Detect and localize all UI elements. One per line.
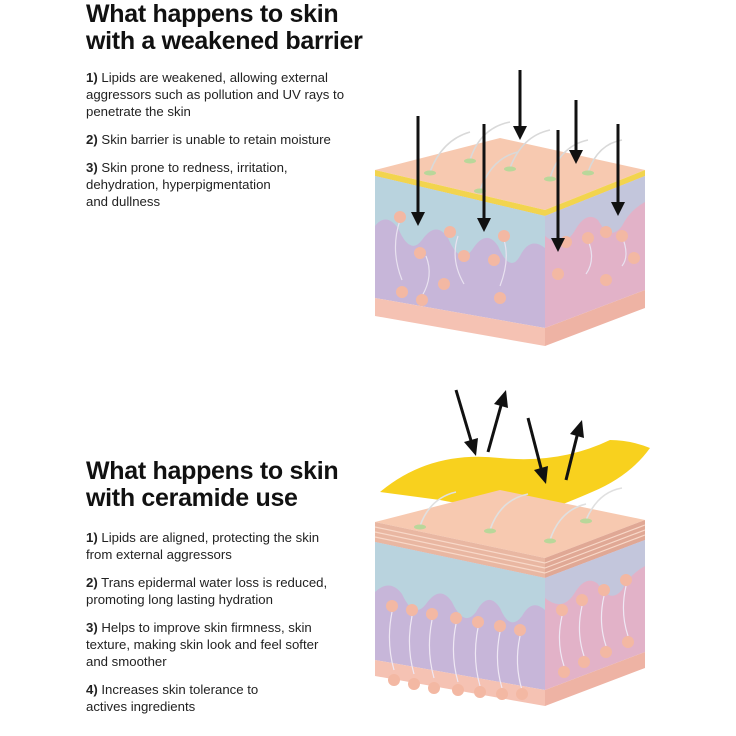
base-layer-front xyxy=(375,298,545,346)
epidermis-side xyxy=(545,176,645,243)
weakened-points-list: 1) Lipids are weakened, allowing externa… xyxy=(86,69,386,221)
weakened-skin-cube-illustration xyxy=(375,70,645,346)
weakened-title-line1: What happens to skin xyxy=(86,0,339,28)
ceramide-points-list: 1) Lipids are aligned, protecting the sk… xyxy=(86,529,386,726)
ceramide-skin-cube-illustration xyxy=(374,389,650,706)
surface-follicles xyxy=(424,158,594,194)
weakened-title-line2: with a weakened barrier xyxy=(86,27,363,55)
ceramide-use-title: What happens to skin with ceramide use xyxy=(86,457,339,512)
ceramide-point-4: 4) Increases skin tolerance to actives i… xyxy=(86,682,259,714)
ceramide-point-2: 2) Trans epidermal water loss is reduced… xyxy=(86,575,328,607)
weakened-point-2: 2) Skin barrier is unable to retain mois… xyxy=(86,132,331,147)
aggressor-arrows xyxy=(411,70,625,252)
surface-hairs xyxy=(419,487,623,541)
weakened-point-1: 1) Lipids are weakened, allowing externa… xyxy=(86,70,345,119)
deflected-arrows xyxy=(454,389,584,484)
scattered-lipids xyxy=(394,211,640,306)
epidermis-side xyxy=(545,540,645,605)
ceramide-point-3: 3) Helps to improve skin firmness, skin … xyxy=(86,620,319,669)
ceramide-point-1: 1) Lipids are aligned, protecting the sk… xyxy=(86,530,320,562)
ceramide-title-line2: with ceramide use xyxy=(86,484,298,512)
base-layer-side xyxy=(545,290,645,346)
epidermis-front xyxy=(375,542,545,623)
surface-follicles xyxy=(414,518,592,544)
aligned-lipid-layers xyxy=(374,520,646,578)
weakened-barrier-title: What happens to skin with a weakened bar… xyxy=(86,1,363,55)
weakened-point-3: 3) Skin prone to redness, irritation, de… xyxy=(86,160,288,209)
ceramide-title-line1: What happens to skin xyxy=(86,457,339,485)
base-layer-side xyxy=(545,652,645,706)
aligned-lipids xyxy=(386,574,634,700)
